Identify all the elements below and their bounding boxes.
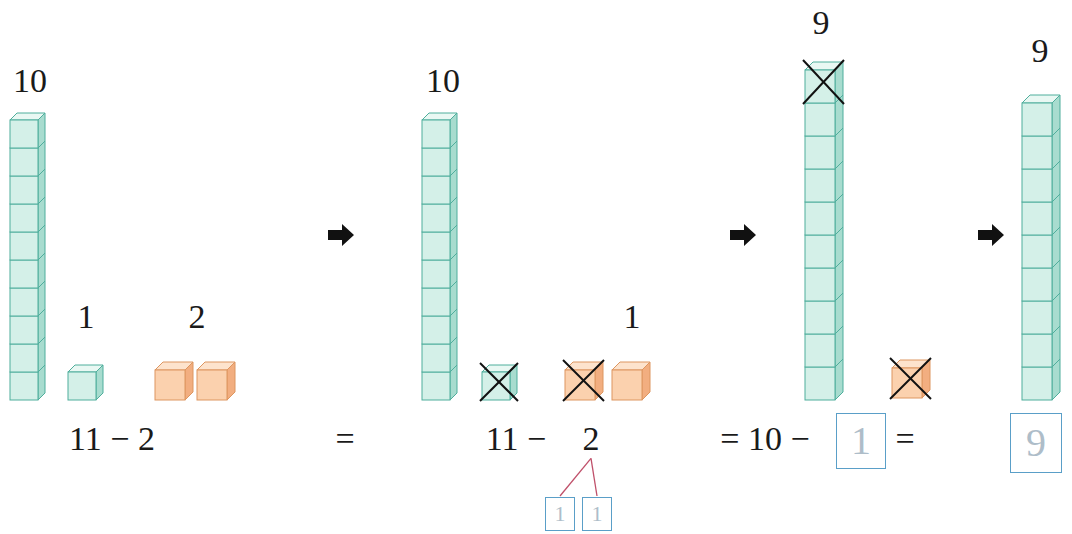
cross-mark — [563, 360, 604, 401]
cube-front — [805, 367, 835, 400]
cube-side — [450, 113, 457, 148]
count-label: 1 — [78, 298, 95, 335]
cube-front — [805, 103, 835, 136]
cube-front — [422, 120, 450, 148]
cube-front — [422, 232, 450, 260]
cube-front — [422, 288, 450, 316]
cube-front — [422, 372, 450, 400]
answer-box: 1 — [545, 497, 575, 531]
cross-mark — [803, 60, 844, 104]
count-label: 10 — [426, 62, 460, 99]
answer-box: 1 — [836, 413, 886, 469]
count-label: 2 — [189, 298, 206, 335]
cross-mark — [480, 363, 518, 401]
cube-front — [422, 204, 450, 232]
answer-box: 9 — [1010, 413, 1062, 473]
cube-front — [1022, 103, 1052, 136]
cube-side — [185, 362, 193, 400]
unit-cube — [68, 365, 103, 400]
cube-front — [422, 344, 450, 372]
expression-text: 11 − — [486, 420, 546, 457]
unit-cube — [10, 113, 45, 148]
cube-front — [10, 316, 38, 344]
unit-cube — [155, 362, 193, 400]
cube-front — [1022, 367, 1052, 400]
unit-cube — [480, 363, 518, 401]
cube-side — [642, 362, 650, 400]
cube-front — [10, 176, 38, 204]
unit-cube — [563, 360, 604, 401]
cube-side — [96, 365, 103, 400]
cube-front — [1022, 169, 1052, 202]
cube-front — [1022, 136, 1052, 169]
cross-mark — [803, 60, 844, 104]
cube-side — [38, 113, 45, 148]
cube-side — [1052, 95, 1060, 136]
cross-mark — [890, 358, 931, 399]
cube-front — [10, 120, 38, 148]
cube-front — [612, 370, 642, 400]
cube-front — [805, 136, 835, 169]
cross-mark — [890, 358, 931, 399]
subtrahend-number: 2 — [583, 420, 600, 457]
cube-front — [155, 370, 185, 400]
cube-side — [227, 362, 235, 400]
cross-mark — [563, 360, 604, 401]
box-number: 1 — [555, 503, 566, 525]
step-arrow — [730, 224, 756, 246]
step-arrow — [328, 224, 354, 246]
cube-front — [805, 169, 835, 202]
cube-front — [422, 260, 450, 288]
unit-cube — [890, 358, 931, 399]
split-line — [591, 458, 597, 496]
cube-front — [10, 372, 38, 400]
answer-box: 1 — [582, 497, 612, 531]
cubes — [10, 60, 1060, 401]
cube-front — [422, 148, 450, 176]
cube-front — [10, 260, 38, 288]
unit-cube — [803, 60, 844, 104]
split-line — [560, 458, 591, 496]
unit-cube — [197, 362, 235, 400]
unit-cube — [1022, 95, 1060, 136]
count-label: 9 — [813, 4, 830, 41]
cube-front — [68, 372, 96, 400]
cube-front — [10, 232, 38, 260]
cube-front — [805, 268, 835, 301]
box-number: 1 — [851, 421, 871, 461]
unit-cube — [422, 113, 457, 148]
step-arrow — [978, 224, 1004, 246]
cube-front — [805, 334, 835, 367]
cube-front — [422, 176, 450, 204]
unit-cube — [612, 362, 650, 400]
cube-front — [1022, 235, 1052, 268]
equals-sign: = — [335, 420, 354, 457]
expression-text: 11 − 2 — [69, 420, 155, 457]
count-label: 10 — [13, 62, 47, 99]
count-label: 1 — [624, 298, 641, 335]
equals-sign: = — [895, 420, 914, 457]
cube-front — [1022, 202, 1052, 235]
box-number: 9 — [1026, 423, 1046, 463]
cube-front — [197, 370, 227, 400]
cube-front — [805, 301, 835, 334]
cube-front — [1022, 268, 1052, 301]
count-label: 9 — [1032, 32, 1049, 69]
cube-front — [805, 235, 835, 268]
cube-front — [10, 288, 38, 316]
cube-front — [422, 316, 450, 344]
cube-front — [10, 344, 38, 372]
cube-front — [10, 148, 38, 176]
cube-front — [1022, 301, 1052, 334]
cross-mark — [480, 363, 518, 401]
box-number: 1 — [592, 503, 603, 525]
expression-text: = 10 − — [720, 420, 809, 457]
cube-front — [1022, 334, 1052, 367]
cube-front — [805, 202, 835, 235]
cube-front — [10, 204, 38, 232]
